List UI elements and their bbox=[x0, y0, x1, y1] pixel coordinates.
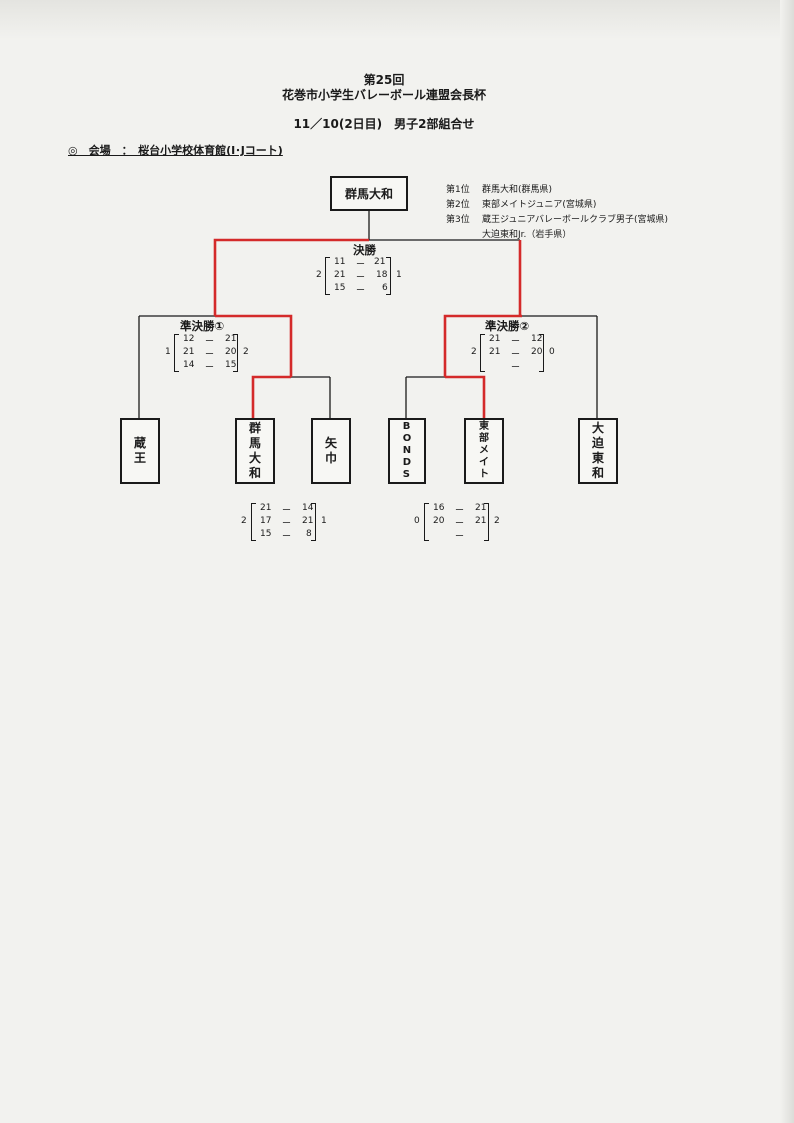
q2-sets-left: 0 bbox=[414, 516, 420, 526]
venue-label: ◎ 会場 ： 桜台小学校体育館(I･Jコート) bbox=[68, 144, 283, 157]
semi1-sets-left: 1 bbox=[165, 347, 171, 357]
champion-box: 群馬大和 bbox=[330, 176, 408, 211]
q1-set1-l: 21 bbox=[260, 503, 272, 513]
semi2-sets-right: 0 bbox=[549, 347, 555, 357]
team-name-char: ト bbox=[479, 469, 489, 480]
final-set1-l: 11 bbox=[334, 257, 346, 267]
team-name-char: B bbox=[402, 421, 411, 432]
team-name-char: 矢 bbox=[324, 436, 337, 450]
team-name-gunma: 群馬大和 bbox=[249, 421, 261, 481]
team-name-yahaba: 矢巾 bbox=[325, 436, 337, 466]
team-name-char: 馬 bbox=[248, 436, 261, 450]
final-sets-left: 2 bbox=[316, 270, 322, 280]
semi1-set2-r: 20 bbox=[225, 347, 237, 357]
q1-sets-left: 2 bbox=[241, 516, 247, 526]
ranking-team-2: 東部メイトジュニア(宮城県) bbox=[482, 200, 597, 210]
q1-set2-r: 21 bbox=[302, 516, 314, 526]
team-name-char: 大 bbox=[591, 421, 604, 435]
ranking-team-3b: 大迫東和Jr.（岩手県） bbox=[482, 230, 572, 240]
semi1-label: 準決勝① bbox=[180, 319, 225, 333]
ranking-team-1: 群馬大和(群馬県) bbox=[482, 185, 553, 195]
ranking-place-1: 第1位 bbox=[446, 185, 470, 195]
tournament-title: 花巻市小学生バレーボール連盟会長杯 bbox=[281, 88, 486, 102]
q2-set2-l: 20 bbox=[433, 516, 445, 526]
team-name-char: 迫 bbox=[591, 436, 604, 450]
team-name-char: 巾 bbox=[324, 451, 337, 465]
q1-sets-right: 1 bbox=[321, 516, 327, 526]
q1-set3-l: 15 bbox=[260, 529, 272, 539]
team-name-char: 東 bbox=[591, 451, 604, 465]
edition-title: 第25回 bbox=[363, 73, 405, 87]
team-name-char: イ bbox=[479, 457, 489, 468]
team-box-gunma: 群馬大和 bbox=[235, 418, 275, 484]
final-set2-r: 18 bbox=[376, 270, 388, 280]
semi2-label: 準決勝② bbox=[485, 319, 530, 333]
q2-set1-l: 16 bbox=[433, 503, 445, 513]
scan-shadow-right bbox=[780, 0, 794, 1123]
semi1-set1-l: 12 bbox=[183, 334, 195, 344]
ranking-place-2: 第2位 bbox=[446, 200, 470, 210]
winner-path bbox=[251, 375, 291, 418]
team-name-char: 群 bbox=[248, 421, 261, 435]
team-box-zao: 蔵王 bbox=[120, 418, 160, 484]
q1-set1-r: 14 bbox=[302, 503, 314, 513]
team-box-tobu: 東部メイト bbox=[464, 418, 504, 484]
day-title: 11／10(2日目) 男子2部組合せ bbox=[293, 117, 475, 131]
final-set2-l: 21 bbox=[334, 270, 346, 280]
semi1-set1-r: 21 bbox=[225, 334, 237, 344]
q2-set1-r: 21 bbox=[475, 503, 487, 513]
semi2-set1-r: 12 bbox=[531, 334, 543, 344]
team-name-char: 部 bbox=[479, 433, 489, 444]
team-name-char: 和 bbox=[591, 466, 604, 480]
winner-path bbox=[443, 314, 522, 377]
winner-path bbox=[215, 314, 293, 377]
team-name-osako: 大迫東和 bbox=[592, 421, 604, 481]
semi1-sets-right: 2 bbox=[243, 347, 249, 357]
q1-set2-l: 17 bbox=[260, 516, 272, 526]
team-name-char: 大 bbox=[248, 451, 261, 465]
final-label: 決勝 bbox=[353, 243, 376, 257]
winner-path bbox=[213, 238, 369, 316]
final-sets-right: 1 bbox=[396, 270, 402, 280]
semi2-set2-l: 21 bbox=[489, 347, 501, 357]
team-name-zao: 蔵王 bbox=[134, 436, 146, 466]
scan-shadow-top bbox=[0, 0, 794, 40]
team-box-yahaba: 矢巾 bbox=[311, 418, 351, 484]
semi2-sets-left: 2 bbox=[471, 347, 477, 357]
team-name-char: メ bbox=[479, 445, 489, 456]
team-name-char: 東 bbox=[479, 421, 489, 432]
q1-set3-r: 8 bbox=[306, 529, 312, 539]
team-name-char: D bbox=[402, 457, 412, 468]
semi1-set3-l: 14 bbox=[183, 360, 195, 370]
team-name-char: 蔵 bbox=[133, 436, 146, 450]
winner-path bbox=[445, 375, 486, 418]
champion-name: 群馬大和 bbox=[344, 187, 393, 201]
semi1-set3-r: 15 bbox=[225, 360, 237, 370]
final-set3-l: 15 bbox=[334, 283, 346, 293]
ranking-place-3: 第3位 bbox=[446, 215, 470, 225]
semi2-set1-l: 21 bbox=[489, 334, 501, 344]
semi1-set2-l: 21 bbox=[183, 347, 195, 357]
team-name-char: S bbox=[402, 469, 410, 480]
q2-set2-r: 21 bbox=[475, 516, 487, 526]
team-name-char: O bbox=[402, 433, 412, 444]
ranking-team-3: 蔵王ジュニアバレーボールクラブ男子(宮城県) bbox=[482, 215, 669, 225]
final-set1-r: 21 bbox=[374, 257, 386, 267]
team-name-tobu: 東部メイト bbox=[479, 421, 489, 481]
final-set3-r: 6 bbox=[382, 283, 388, 293]
q2-sets-right: 2 bbox=[494, 516, 500, 526]
team-name-char: N bbox=[402, 445, 412, 456]
team-box-osako: 大迫東和 bbox=[578, 418, 618, 484]
semi2-set2-r: 20 bbox=[531, 347, 543, 357]
team-name-char: 王 bbox=[133, 451, 146, 465]
team-name-char: 和 bbox=[248, 466, 261, 480]
